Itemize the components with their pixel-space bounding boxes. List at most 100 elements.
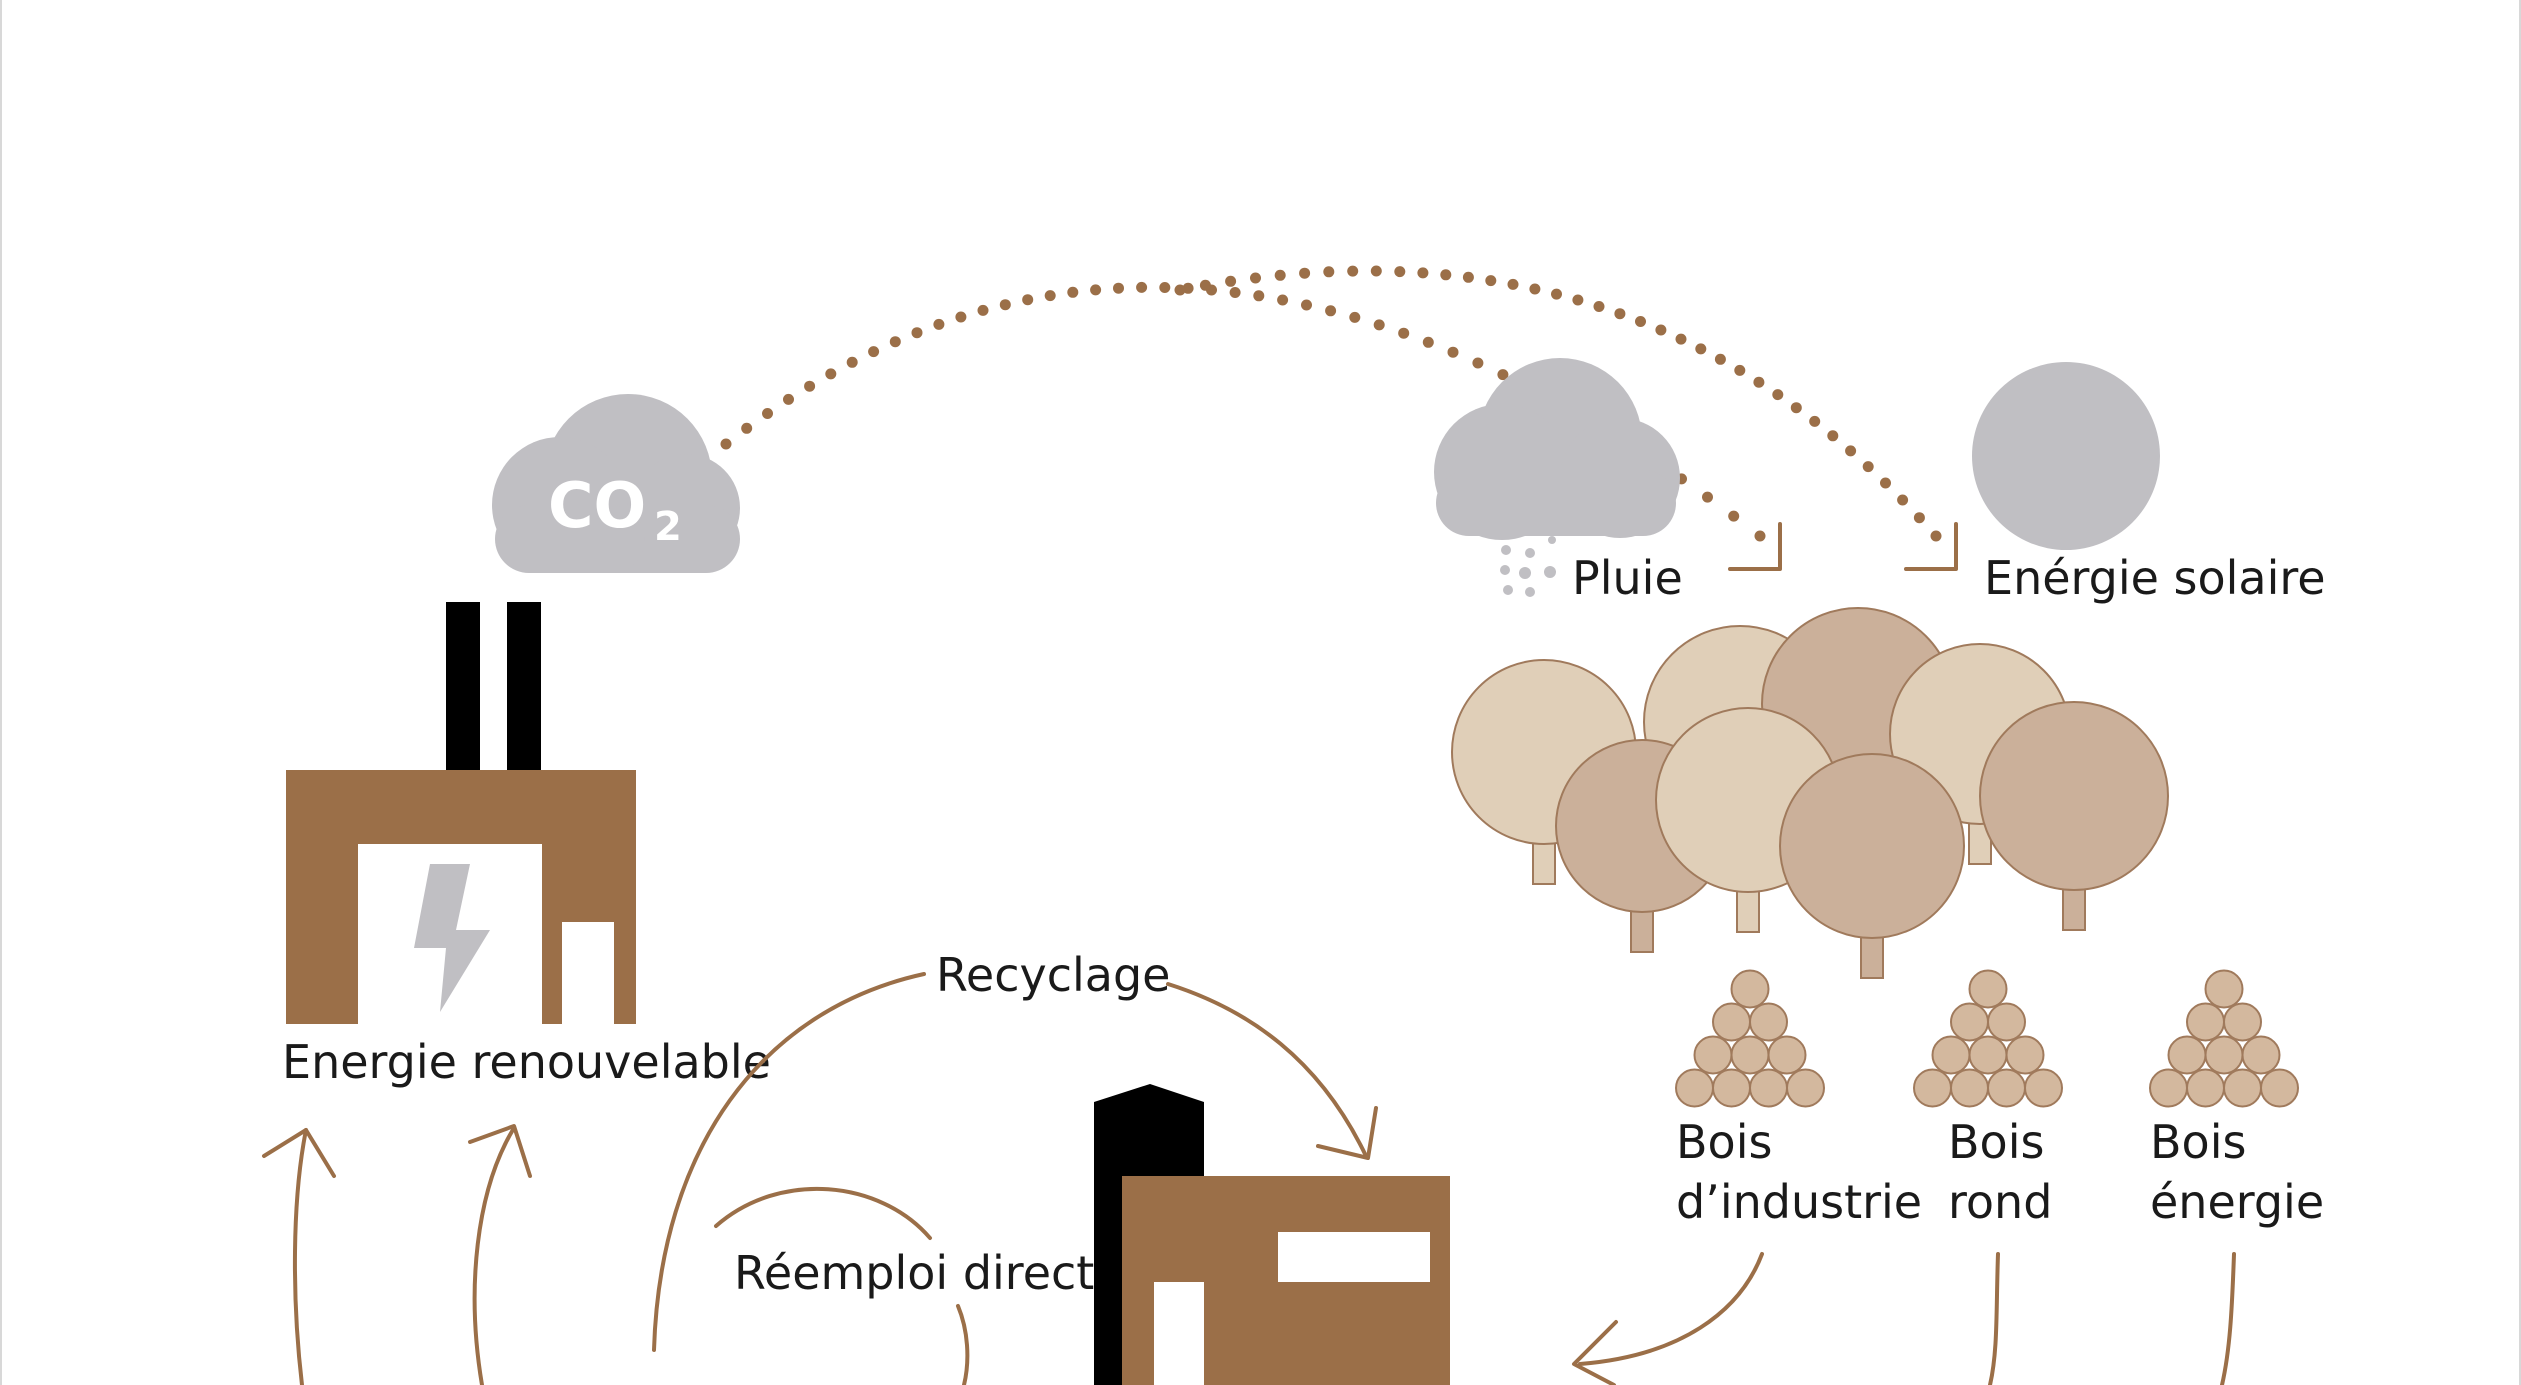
rain-cloud-icon: [1434, 358, 1680, 597]
dot: [1199, 279, 1211, 291]
dot: [1497, 369, 1509, 381]
log: [2260, 1068, 2299, 1108]
dot: [1702, 491, 1713, 503]
dot: [1417, 267, 1429, 279]
log: [2204, 1035, 2244, 1075]
co2-cycle-dotted-arcs: [720, 265, 1942, 542]
renewable-arrow-left-head: [262, 1128, 336, 1178]
dot: [889, 336, 901, 348]
dot: [1225, 275, 1237, 287]
dot: [1347, 265, 1359, 277]
log: [1693, 1035, 1733, 1075]
dotted-arc-to-sun: [1174, 265, 1942, 542]
dot: [1897, 494, 1909, 506]
log: [1767, 1035, 1807, 1075]
dot: [1529, 283, 1541, 295]
lightning-icon: [414, 864, 490, 1012]
sawmill-window: [1278, 1232, 1430, 1282]
dot: [999, 299, 1011, 311]
dot: [1067, 286, 1079, 298]
dot: [1136, 281, 1148, 293]
dot: [1753, 376, 1765, 388]
log: [1712, 1002, 1751, 1042]
dot: [1714, 353, 1726, 365]
dot: [1349, 311, 1361, 323]
dot: [1827, 430, 1839, 442]
dot: [1229, 287, 1241, 298]
dot: [1507, 278, 1519, 290]
dot: [762, 408, 773, 419]
wood-round-label-line1: Bois: [1948, 1115, 2044, 1169]
log: [1987, 1068, 2026, 1108]
log: [2167, 1035, 2207, 1075]
recycling-arrow-head: [1316, 1106, 1378, 1160]
direct-reuse-label: Réemploi direct: [734, 1246, 1094, 1300]
log: [1913, 1068, 1952, 1108]
log: [1931, 1035, 1971, 1075]
dot: [1734, 364, 1746, 376]
dot: [868, 346, 880, 358]
log-pile-industry: [1675, 969, 1825, 1108]
log-piles: [1675, 969, 2299, 1108]
tree: [1779, 753, 1965, 979]
log-pile-round: [1913, 969, 2063, 1108]
dot: [1790, 402, 1802, 414]
dot: [1044, 290, 1056, 302]
log: [1950, 1002, 1989, 1042]
dot: [1880, 477, 1891, 489]
dot: [1301, 299, 1312, 311]
dot: [1675, 333, 1687, 345]
forest-icon: [1451, 607, 2169, 979]
dot: [1394, 266, 1406, 278]
log: [1730, 1035, 1770, 1075]
log: [2204, 969, 2244, 1009]
tree: [1979, 701, 2169, 931]
log: [2005, 1035, 2045, 1075]
dot: [1250, 272, 1261, 284]
dot: [1325, 305, 1337, 317]
dot: [1551, 288, 1562, 300]
log: [1730, 969, 1770, 1009]
dot: [1398, 327, 1410, 339]
renewable-arrow-left: [292, 1128, 308, 1385]
wood-energy-arrow: [2220, 1252, 2236, 1385]
dot: [1754, 530, 1766, 542]
dot: [1913, 512, 1925, 524]
renewable-energy-label: Energie renouvelable: [282, 1035, 771, 1089]
dotted-arrow-head-solar: [1904, 522, 1958, 571]
log: [1987, 1002, 2026, 1042]
chimney-left: [446, 602, 480, 772]
dot: [1440, 269, 1452, 281]
dot: [720, 438, 732, 450]
dot: [1370, 265, 1382, 277]
wood-round-label-line2: rond: [1948, 1175, 2052, 1229]
log: [1786, 1068, 1825, 1108]
log: [1675, 1068, 1714, 1108]
log: [1950, 1068, 1989, 1108]
dot: [1930, 530, 1942, 542]
plant-building: [286, 770, 636, 1024]
co2-label: CO: [548, 469, 646, 542]
co2-cloud-icon: CO 2: [492, 394, 740, 573]
recycling-arc-to-sawmill: [1166, 982, 1368, 1158]
log: [2149, 1068, 2188, 1108]
dot: [1299, 267, 1311, 279]
log: [1968, 969, 2008, 1009]
solar-energy-label: Enérgie solaire: [1984, 551, 2326, 605]
dot: [741, 422, 753, 434]
sawmill-icon: [1094, 1084, 1450, 1385]
dot: [1772, 389, 1784, 401]
direct-reuse-arc-top: [714, 1186, 932, 1240]
log: [2024, 1068, 2063, 1108]
recycling-arc: [652, 972, 926, 1352]
wood-energy-label-line2: énergie: [2150, 1175, 2324, 1229]
dot: [1277, 294, 1289, 306]
recycling-label: Recyclage: [936, 948, 1170, 1002]
direct-reuse-arc-bottom: [956, 1304, 970, 1385]
dot: [1809, 415, 1821, 427]
rain-drops: [1500, 536, 1556, 597]
dot: [1462, 271, 1474, 283]
flow-arrows: Recyclage Réemploi direct: [262, 948, 2236, 1385]
dot: [1022, 294, 1034, 306]
